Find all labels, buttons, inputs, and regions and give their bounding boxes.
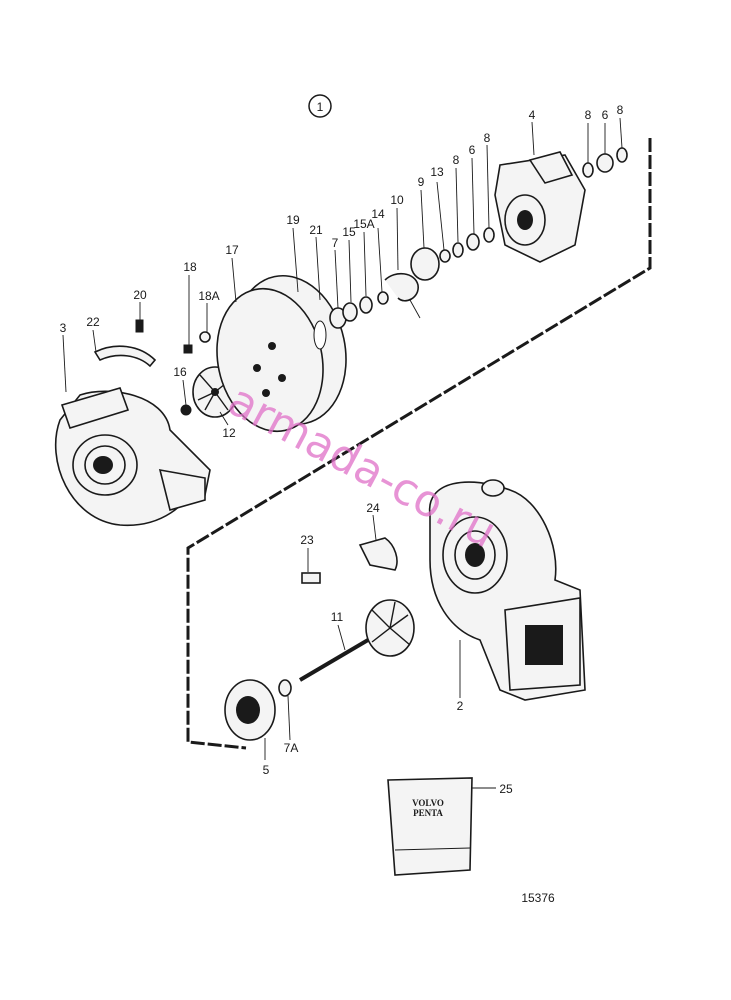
leader-lines [62, 117, 623, 760]
callout-5: 5 [263, 763, 270, 777]
packet-brand-line1: VOLVO [412, 798, 444, 808]
callout-8-b: 8 [484, 131, 491, 145]
callout-25: 25 [499, 782, 513, 796]
callout-8-a: 8 [453, 153, 460, 167]
callout-22: 22 [86, 315, 100, 329]
heat-shield-segment [358, 537, 398, 571]
callout-23: 23 [300, 533, 314, 547]
callout-24: 24 [366, 501, 380, 515]
bolt-18 [183, 275, 193, 354]
drawing-number: 15376 [521, 891, 555, 905]
callout-2: 2 [457, 699, 464, 713]
oil-deflector-10 [384, 272, 421, 319]
callout-11: 11 [331, 610, 344, 624]
assembly-boundary [186, 138, 652, 750]
callout-14: 14 [371, 207, 385, 221]
callout-8-d: 8 [617, 103, 624, 117]
thrust-ring-9 [410, 247, 440, 281]
seal-rings [329, 291, 389, 329]
center-housing-4 [494, 151, 586, 263]
callout-18: 18 [183, 260, 197, 274]
bolt-23 [301, 548, 321, 584]
screw-20 [135, 302, 144, 333]
callout-12: 12 [222, 426, 236, 440]
callout-6-b: 6 [602, 108, 609, 122]
gasket-kit-packet: VOLVO PENTA [387, 777, 496, 876]
callout-20: 20 [133, 288, 147, 302]
callout-18a: 18A [198, 289, 219, 303]
callout-4: 4 [529, 108, 536, 122]
callout-10: 10 [390, 193, 404, 207]
clamp-segment [93, 345, 157, 368]
callout-15: 15 [342, 225, 356, 239]
watermark: armada-co.ru [220, 375, 505, 559]
callout-labels: 3 22 20 18 18A 17 19 21 7 15 15A 14 10 9… [60, 103, 624, 796]
callout-15a: 15A [353, 217, 374, 231]
packet-brand-line2: PENTA [413, 808, 443, 818]
callout-7a: 7A [284, 741, 299, 755]
callout-19: 19 [286, 213, 300, 227]
callout-7: 7 [332, 236, 339, 250]
group-number: 1 [317, 100, 324, 114]
end-rings [582, 147, 628, 178]
callout-9: 9 [418, 175, 425, 189]
callout-3: 3 [60, 321, 67, 335]
turbine-wheel-shaft [298, 599, 415, 682]
callout-8-c: 8 [585, 108, 592, 122]
washer-18a [199, 303, 211, 343]
compressor-housing [55, 387, 211, 526]
heat-shield-5 [224, 679, 276, 741]
group-marker: 1 [308, 94, 332, 118]
bearing-housing [216, 274, 347, 433]
callout-6-a: 6 [469, 143, 476, 157]
ring-7a [278, 679, 292, 697]
callout-17: 17 [225, 243, 239, 257]
callout-13: 13 [430, 165, 444, 179]
small-rings-right [439, 227, 495, 263]
nut-16 [180, 404, 192, 416]
callout-16: 16 [173, 365, 187, 379]
callout-21: 21 [309, 223, 323, 237]
turbine-housing [428, 479, 586, 701]
